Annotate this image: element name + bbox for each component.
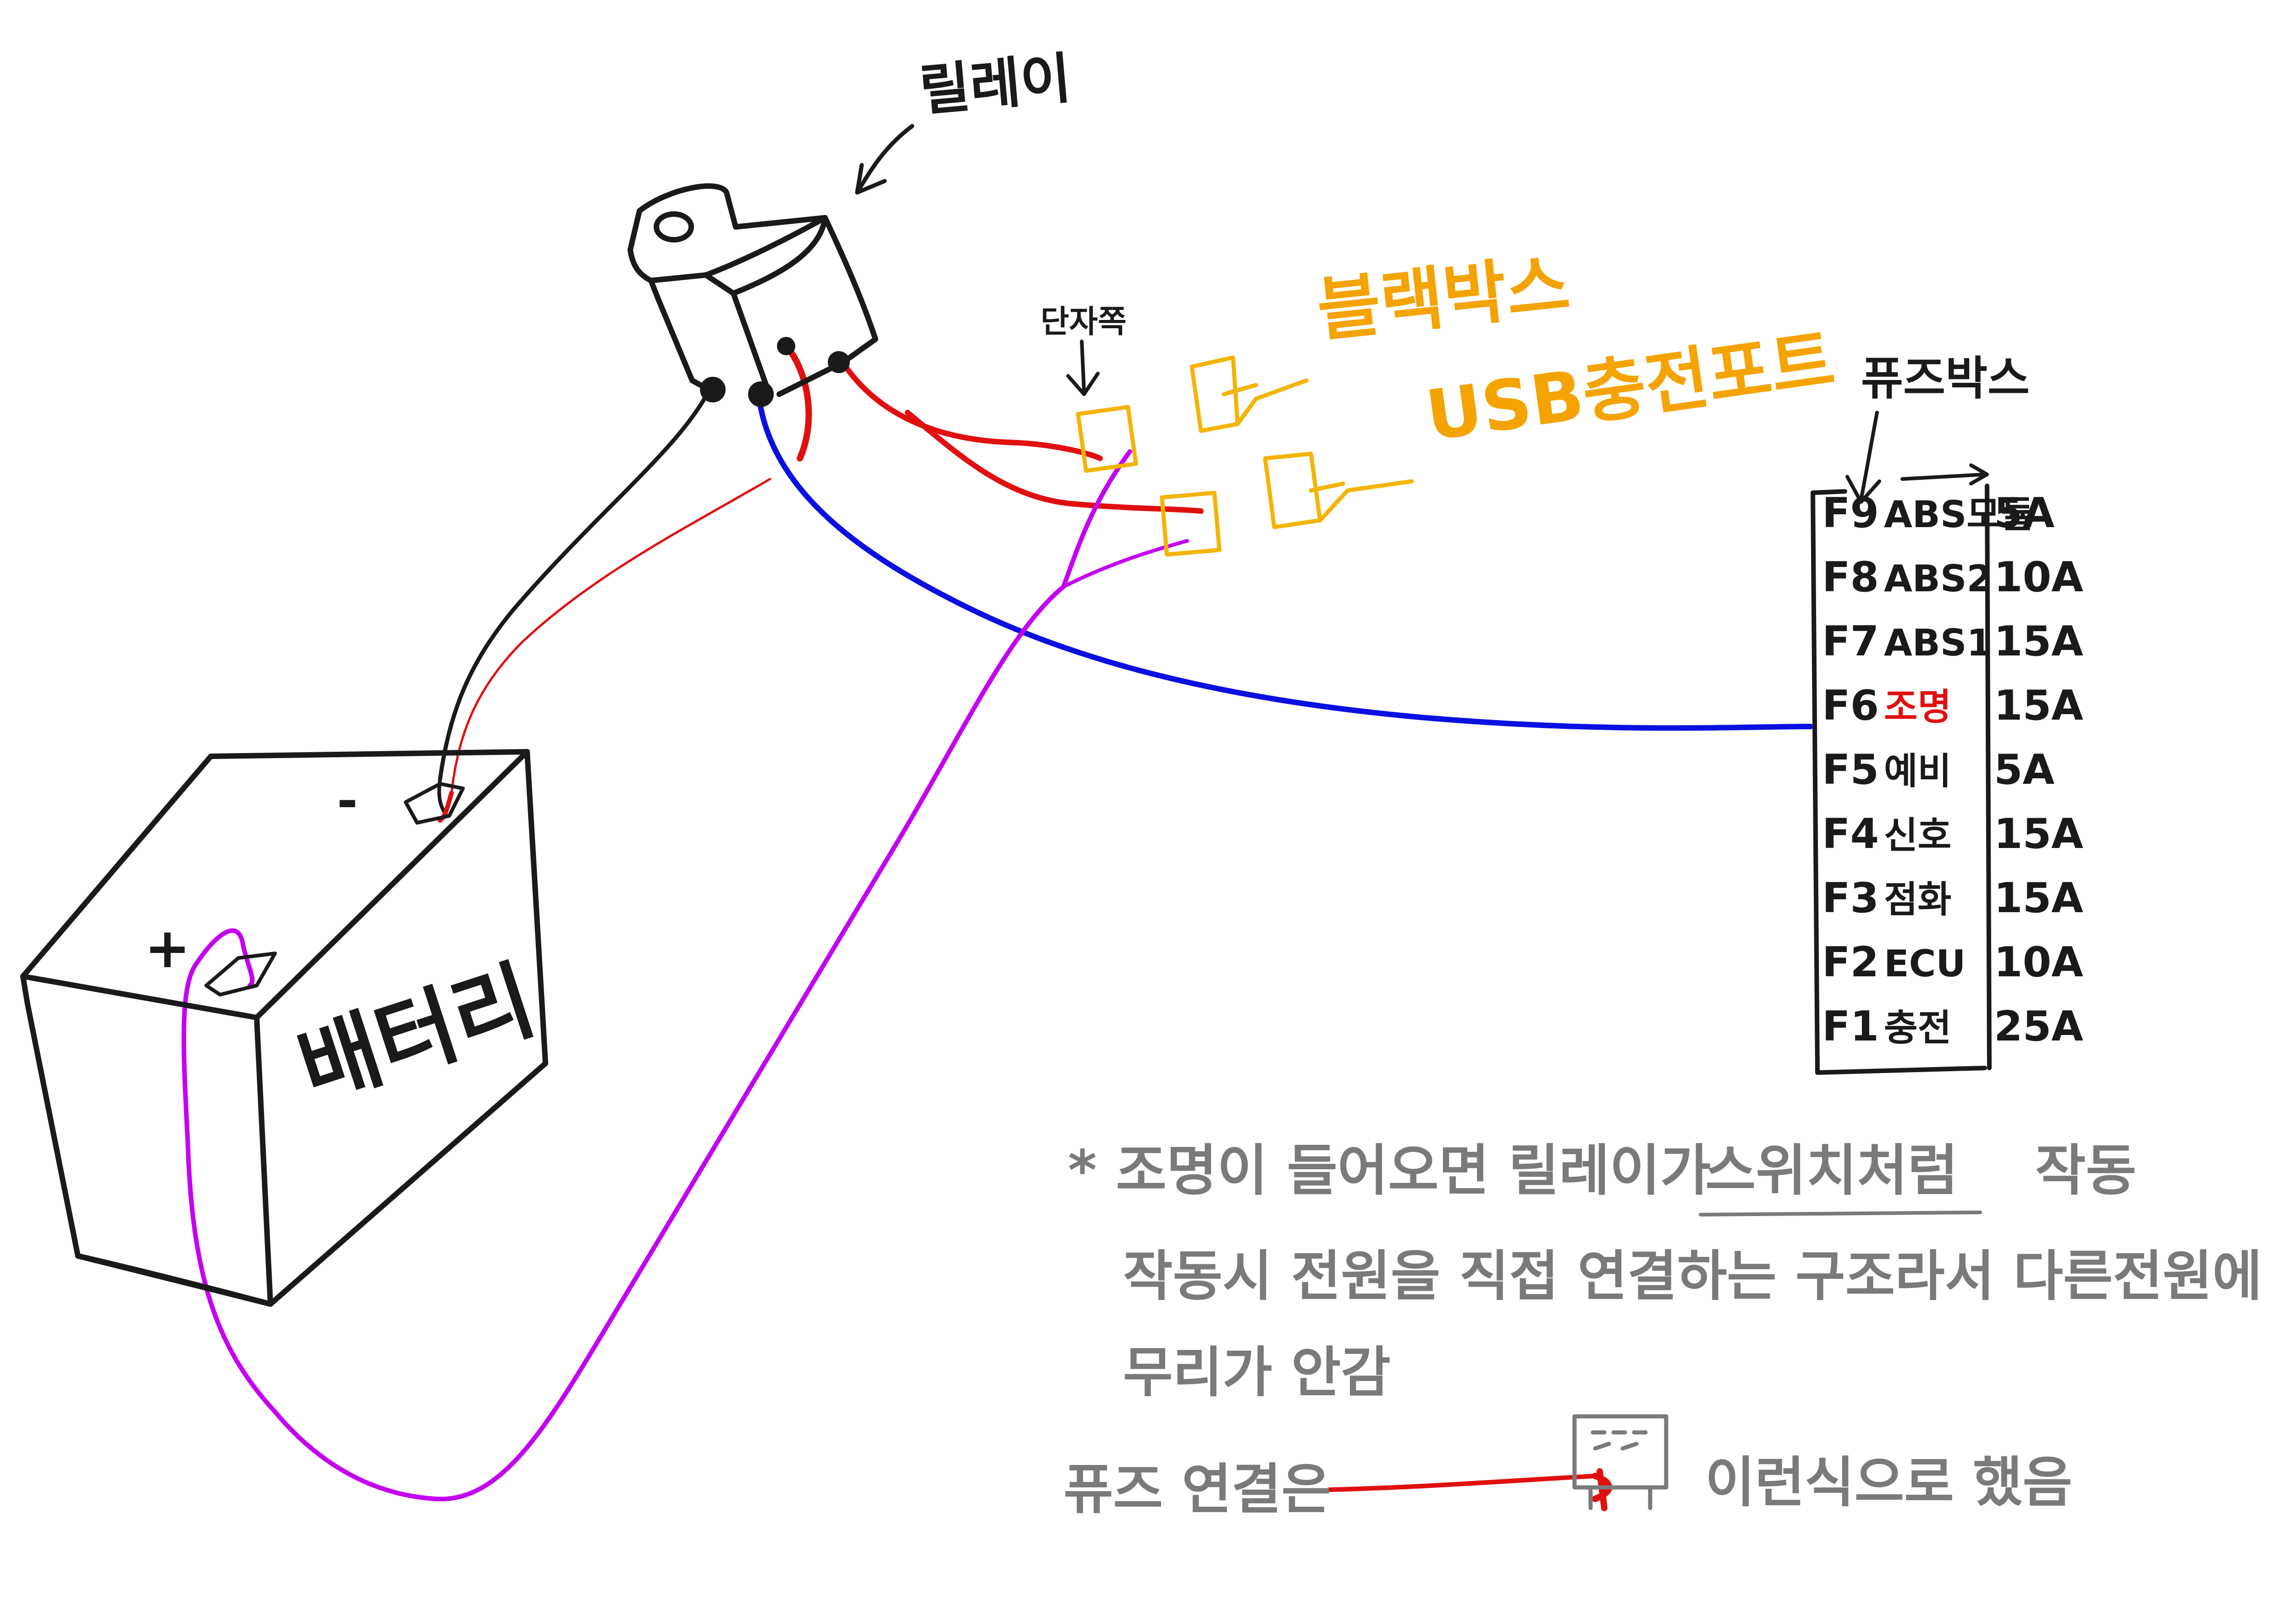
relay-mount-hole bbox=[654, 211, 694, 242]
purple-wire-usb bbox=[1062, 539, 1189, 589]
fuse-row-name: 충전 bbox=[1884, 1007, 1951, 1049]
terminal-side-arrow bbox=[1066, 340, 1100, 396]
note-line4-before: 퓨즈 연결은 bbox=[1063, 1458, 1331, 1521]
relay-pin-1 bbox=[700, 377, 726, 402]
fuse-icon-legs bbox=[1588, 1485, 1652, 1510]
note-underline bbox=[1699, 1211, 1982, 1217]
fuse-row-id: F3 bbox=[1822, 874, 1879, 922]
relay bbox=[628, 183, 878, 407]
note-line3: 무리가 안감 bbox=[1123, 1341, 1391, 1404]
fuse-row-amp: 15A bbox=[1994, 810, 2083, 858]
usb-plug-icon bbox=[1263, 451, 1414, 529]
fuse-row-name: 조명 bbox=[1884, 686, 1951, 728]
fuse-row-name: ABS1 bbox=[1884, 622, 1992, 664]
fusebox-top-arrow bbox=[1900, 463, 1989, 485]
fuse-row-id: F8 bbox=[1822, 553, 1879, 601]
wires bbox=[182, 345, 1813, 1511]
relay-body-face bbox=[731, 215, 828, 296]
fuse-row-id: F5 bbox=[1822, 746, 1879, 794]
note-line1-underlined: 스위치처럼 bbox=[1705, 1139, 1958, 1203]
note-line1-after: 작동 bbox=[2035, 1139, 2136, 1203]
note-line1-before: * 조명이 들어오면 릴레이가 bbox=[1068, 1139, 1711, 1203]
relay-pin-2 bbox=[748, 381, 774, 407]
fuse-row-amp: 15A bbox=[1994, 617, 2083, 666]
fusebox-left-border bbox=[1811, 490, 1820, 1075]
fusebox-label: 퓨즈박스 bbox=[1861, 352, 2030, 405]
relay-label-arrow bbox=[855, 124, 914, 195]
fuse-row-name: 예비 bbox=[1884, 750, 1951, 793]
fuse-row-amp: 25A bbox=[1994, 1002, 2083, 1051]
fuse-row-id: F1 bbox=[1822, 1002, 1879, 1051]
red-wire-usb bbox=[905, 410, 1204, 514]
fuse-row-id: F9 bbox=[1822, 489, 1879, 537]
blackbox-terminal-box bbox=[1076, 405, 1138, 473]
red-wire-blackbox bbox=[843, 364, 1103, 461]
battery-plus-sign: + bbox=[144, 917, 191, 980]
usb-label: USB충전포트 bbox=[1421, 320, 1839, 457]
fuse-row-amp: 15A bbox=[1994, 682, 2083, 730]
note-line2: 작동시 전원을 직접 연결하는 구조라서 다른전원에 bbox=[1123, 1244, 2262, 1308]
fuse-icon-body bbox=[1572, 1414, 1668, 1490]
battery-minus-terminal bbox=[404, 782, 465, 825]
fuse-row-amp: 15A bbox=[1994, 874, 2083, 922]
battery-minus-sign: - bbox=[337, 771, 358, 830]
purple-wire-main bbox=[182, 449, 1132, 1502]
relay-pin-3 bbox=[777, 337, 795, 355]
connectors bbox=[1076, 355, 1414, 557]
battery-front bbox=[20, 974, 273, 1307]
fuse-row-id: F4 bbox=[1822, 810, 1879, 858]
fuse-icon-marks bbox=[1591, 1430, 1648, 1451]
fusebox-top-border bbox=[1811, 489, 1847, 495]
note-line4-after: 이런식으로 했음 bbox=[1705, 1451, 2072, 1514]
fusebox-bottom-border bbox=[1815, 1066, 1987, 1075]
relay-body-right bbox=[776, 215, 878, 397]
usb-terminal-box bbox=[1160, 490, 1222, 557]
terminal-side-label: 단자쪽 bbox=[1041, 304, 1127, 340]
relay-label: 릴레이 bbox=[917, 47, 1074, 123]
blackbox-label: 블랙박스 bbox=[1314, 245, 1574, 351]
fuse-row-name: 신호 bbox=[1884, 814, 1951, 857]
fuse-row-name: ABS2 bbox=[1884, 557, 1992, 600]
notes: * 조명이 들어오면 릴레이가 스위치처럼 작동 작동시 전원을 직접 연결하는… bbox=[1063, 1139, 2262, 1521]
relay-tab bbox=[628, 183, 738, 253]
battery bbox=[20, 749, 548, 1307]
blackbox-plug-icon bbox=[1189, 355, 1309, 433]
fuse-row-amp: 5A bbox=[1994, 489, 2055, 537]
relay-body-top bbox=[628, 215, 828, 283]
note-red-line bbox=[1327, 1474, 1597, 1492]
black-ground-wire bbox=[438, 390, 710, 782]
fuse-row-name: ECU bbox=[1884, 942, 1966, 985]
fuse-row-id: F6 bbox=[1822, 682, 1879, 730]
fuse-row-name: ABS모듈 bbox=[1884, 493, 2034, 536]
fuse-row-id: F2 bbox=[1822, 938, 1879, 986]
fusebox-arrow bbox=[1845, 411, 1881, 504]
fuse-row-amp: 5A bbox=[1994, 746, 2055, 794]
fuse-row-amp: 10A bbox=[1994, 938, 2083, 986]
fusebox-divider bbox=[1985, 484, 1992, 1070]
red-relay-stub bbox=[785, 345, 812, 462]
red-battery-wire bbox=[450, 478, 771, 794]
relay-body-left bbox=[648, 278, 716, 395]
battery-bottom-edge bbox=[75, 1253, 273, 1307]
note-red-line-end bbox=[1592, 1468, 1613, 1511]
fuse-row-id: F7 bbox=[1822, 617, 1879, 666]
fusebox-frame bbox=[1811, 484, 1992, 1075]
fuse-row-amp: 10A bbox=[1994, 553, 2083, 601]
battery-side bbox=[268, 749, 548, 1307]
fuse-row-name: 점화 bbox=[1884, 878, 1951, 921]
fuse-icon bbox=[1572, 1414, 1668, 1510]
battery-plus-terminal bbox=[204, 952, 277, 996]
relay-pin-4 bbox=[828, 351, 850, 373]
blue-wire-fuse bbox=[756, 391, 1813, 731]
